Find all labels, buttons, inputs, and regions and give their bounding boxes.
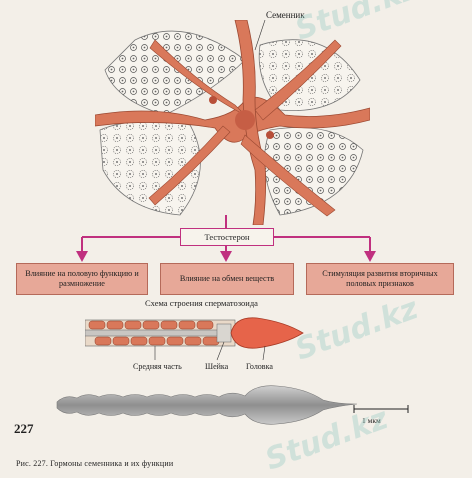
head-label: Головка	[246, 362, 273, 371]
sperm-structure-scheme	[85, 317, 304, 361]
page-number: 227	[14, 421, 34, 436]
sperm-silhouette	[56, 385, 358, 425]
svg-text:Stud.kz: Stud.kz	[291, 0, 423, 48]
effect-label: Влияние на половую функцию и размножение	[25, 269, 139, 288]
testosterone-box: Тестостерон	[180, 228, 274, 246]
effect-metabolism-box: Влияние на обмен веществ	[160, 263, 294, 295]
svg-text:Stud.kz: Stud.kz	[261, 401, 393, 478]
neck-label: Шейка	[205, 362, 229, 371]
effect-label: Влияние на обмен веществ	[179, 274, 275, 283]
scale-label: 1 мкм	[362, 416, 381, 425]
testis-label: Семенник	[266, 10, 305, 20]
effect-label: Стимуляция развития вторичных половых пр…	[322, 269, 438, 288]
midpiece-label: Средняя часть	[133, 362, 182, 371]
effect-reproduction-box: Влияние на половую функцию и размножение	[16, 263, 148, 295]
scale-bar	[353, 405, 409, 413]
hormone-arrows	[76, 215, 376, 262]
effect-secondary-traits-box: Стимуляция развития вторичных половых пр…	[306, 263, 454, 295]
sperm-scheme-title: Схема строения сперматозоида	[145, 298, 258, 308]
figure-caption: Рис. 227. Гормоны семенника и их функции	[16, 459, 174, 468]
testis-section-illustration	[95, 20, 370, 225]
svg-text:Stud.kz: Stud.kz	[291, 291, 423, 368]
